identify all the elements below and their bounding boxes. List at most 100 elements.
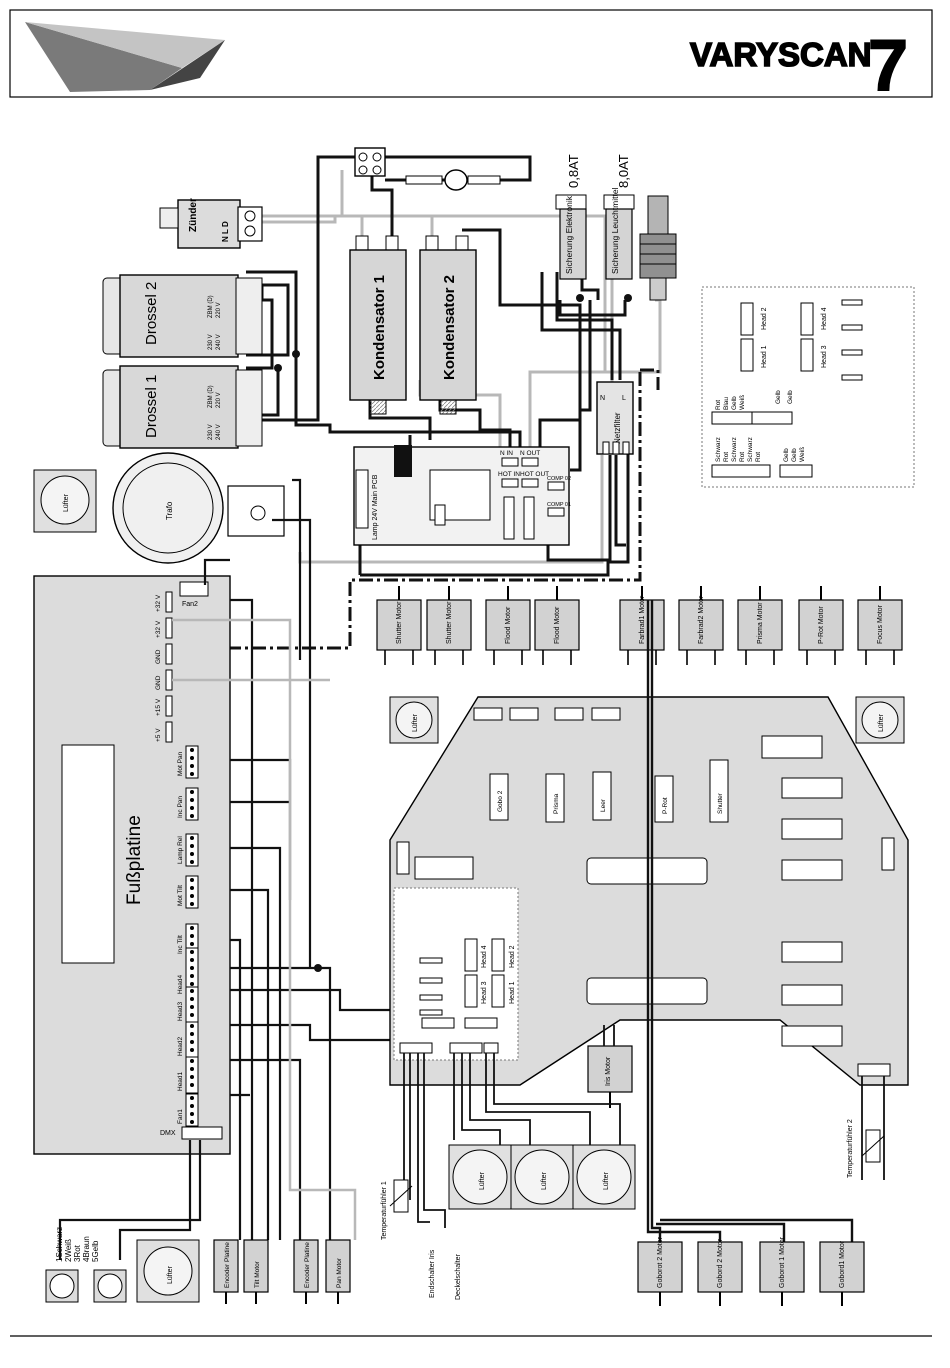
legend-head1: Head 1 [761,345,768,368]
zuender-label: Zünder [188,198,199,232]
base-connector-label: Head1 [177,1071,184,1091]
legend-gelb4: Gelb [783,448,790,462]
legend-gelb3: Gelb [787,390,794,404]
logo-icon [25,22,225,92]
gobo-motor-label: Goborot 1 Motor [779,1236,786,1288]
rail-label: GND [155,649,162,664]
fuse1-value: 0,8AT [566,154,581,188]
cable-gland [639,195,677,301]
fuse1-label: Sicherung Elektronik [564,195,574,274]
drossel2-230: 230 V [208,334,214,350]
bottom-wires [403,1025,885,1228]
base-connector-label: Mot Tilt [177,885,184,906]
n-out-label: N OUT [520,450,540,457]
board-chip-label: Shutter [717,792,724,814]
drossel2-220: 220 V [216,302,222,318]
legend-head2: Head 2 [761,307,768,330]
netzfilter-label: Netzfilter [613,412,622,444]
dmx-label: DMX [160,1130,176,1137]
base-connector-label: Inc Pan [177,796,184,818]
drossel2-zbm: ZBM (D) [208,295,214,318]
legend-blau: Blau [723,397,730,410]
brand-name: VARYSCAN [690,36,872,73]
trafo: Trafo [112,452,285,564]
head-connectors: Head 4 Head 2 Head 3 Head 1 [464,938,516,1008]
dmx-legend-1: 1Schwarz [55,1227,64,1262]
base-unit-label: Encoder Platine [304,1242,311,1288]
legend-weiss: Weiß [739,395,746,410]
base-unit-label: Encoder Platine [224,1242,231,1288]
top-motor-label: Flood Motor [554,606,561,644]
luefter-top-icon: Lüfter [33,469,97,533]
legend-schwarz3: Schwarz [747,437,754,462]
board-fans: Lüfter Lüfter [389,696,905,744]
drossel-2: Drossel 2 ZBM (D) 220 V 230 V 240 V [102,274,263,358]
netzfilter-l: L [622,395,626,402]
dmx-sockets [45,1269,127,1303]
luefter-top-label: Lüfter [63,493,70,512]
legend-schwarz1: Schwarz [715,437,722,462]
gray-base-wires [172,618,357,1240]
drossel1-zbm: ZBM (D) [208,385,214,408]
dmx-legend-5: 5Gelb [91,1240,100,1262]
top-motor-label: Farbrad1 Motor [639,595,646,644]
hot-in-label: HOT IN [498,471,520,478]
fuse-electronics: 0,8AT Sicherung Elektronik [555,154,587,280]
kondensator1-label: Kondensator 1 [371,275,388,380]
top-motor-label: Flood Motor [505,606,512,644]
lamp-icon [385,169,501,191]
drossel1-230: 230 V [208,424,214,440]
board-fan-left-label: Lüfter [412,713,419,732]
rail-label: +32 V [155,594,162,612]
fussplatine-title: Fußplatine [124,815,145,905]
legend-gelb: Gelb [731,396,738,410]
rail-label: +32 V [155,620,162,638]
legend-rot2: Rot [739,452,746,462]
base-connector-label: Head2 [177,1036,184,1056]
board-fan-right-label: Lüfter [878,713,885,732]
hot-out-label: HOT OUT [520,471,549,478]
base-fan-label: Lüfter [167,1265,174,1284]
legend-gelb2: Gelb [775,390,782,404]
comp1-label: COMP 01 [547,502,571,508]
mainpcb-label: Lamp 24V Main PCB [372,474,379,540]
temp1-label: Temperaturfühler 1 [381,1181,388,1240]
board-chip-label: Prisma [553,793,560,814]
base-connector-label: Mot Pan [177,751,184,776]
board-chip-label: Gobo 2 [497,790,504,812]
kondensator-1: Kondensator 1 [349,235,407,415]
endschalter-label: Endschalter Iris [429,1249,436,1298]
fuse-lamp: 8,0AT Sicherung Leuchtmittel [603,154,635,280]
legend-head4: Head 4 [821,307,828,330]
fuse2-value: 8,0AT [616,154,631,188]
netzfilter-n: N [600,395,605,402]
top-motor-label: P-Rot Motor [818,606,825,644]
iris-motor: Iris Motor [587,1045,633,1108]
legend-rot3: Rot [755,452,762,462]
legend-gelb5: Gelb [791,448,798,462]
dmx-legend-4: 4Braun [82,1236,91,1262]
drossel1-240: 240 V [216,424,222,440]
drossel2-label: Drossel 2 [143,282,160,345]
bottom-fan1-label: Lüfter [479,1171,486,1190]
board-chip-label: Leer [600,798,607,812]
gobo-wires [646,600,854,1242]
rail-label: GND [155,675,162,690]
legend-rot: Rot [715,400,722,410]
main-pcb: Lamp 24V Main PCB N IN N OUT HOT IN HOT … [353,445,571,546]
brand-number: 7 [868,26,908,106]
base-connector-label: Inc Tilt [177,935,184,954]
base-connector-label: Head3 [177,1001,184,1021]
gobo-motor-label: Gobord 2 Motor [717,1238,724,1288]
base-unit-label: Pan Motor [336,1257,343,1288]
fan2-label: Fan2 [182,601,198,608]
board-head4: Head 4 [481,945,488,968]
bottom-fans: Lüfter Lüfter Lüfter [448,1144,636,1210]
dmx-legend: 1Schwarz 2Weiß 3Rot 4Braun 5Gelb [55,1227,100,1262]
trafo-label: Trafo [165,501,174,520]
